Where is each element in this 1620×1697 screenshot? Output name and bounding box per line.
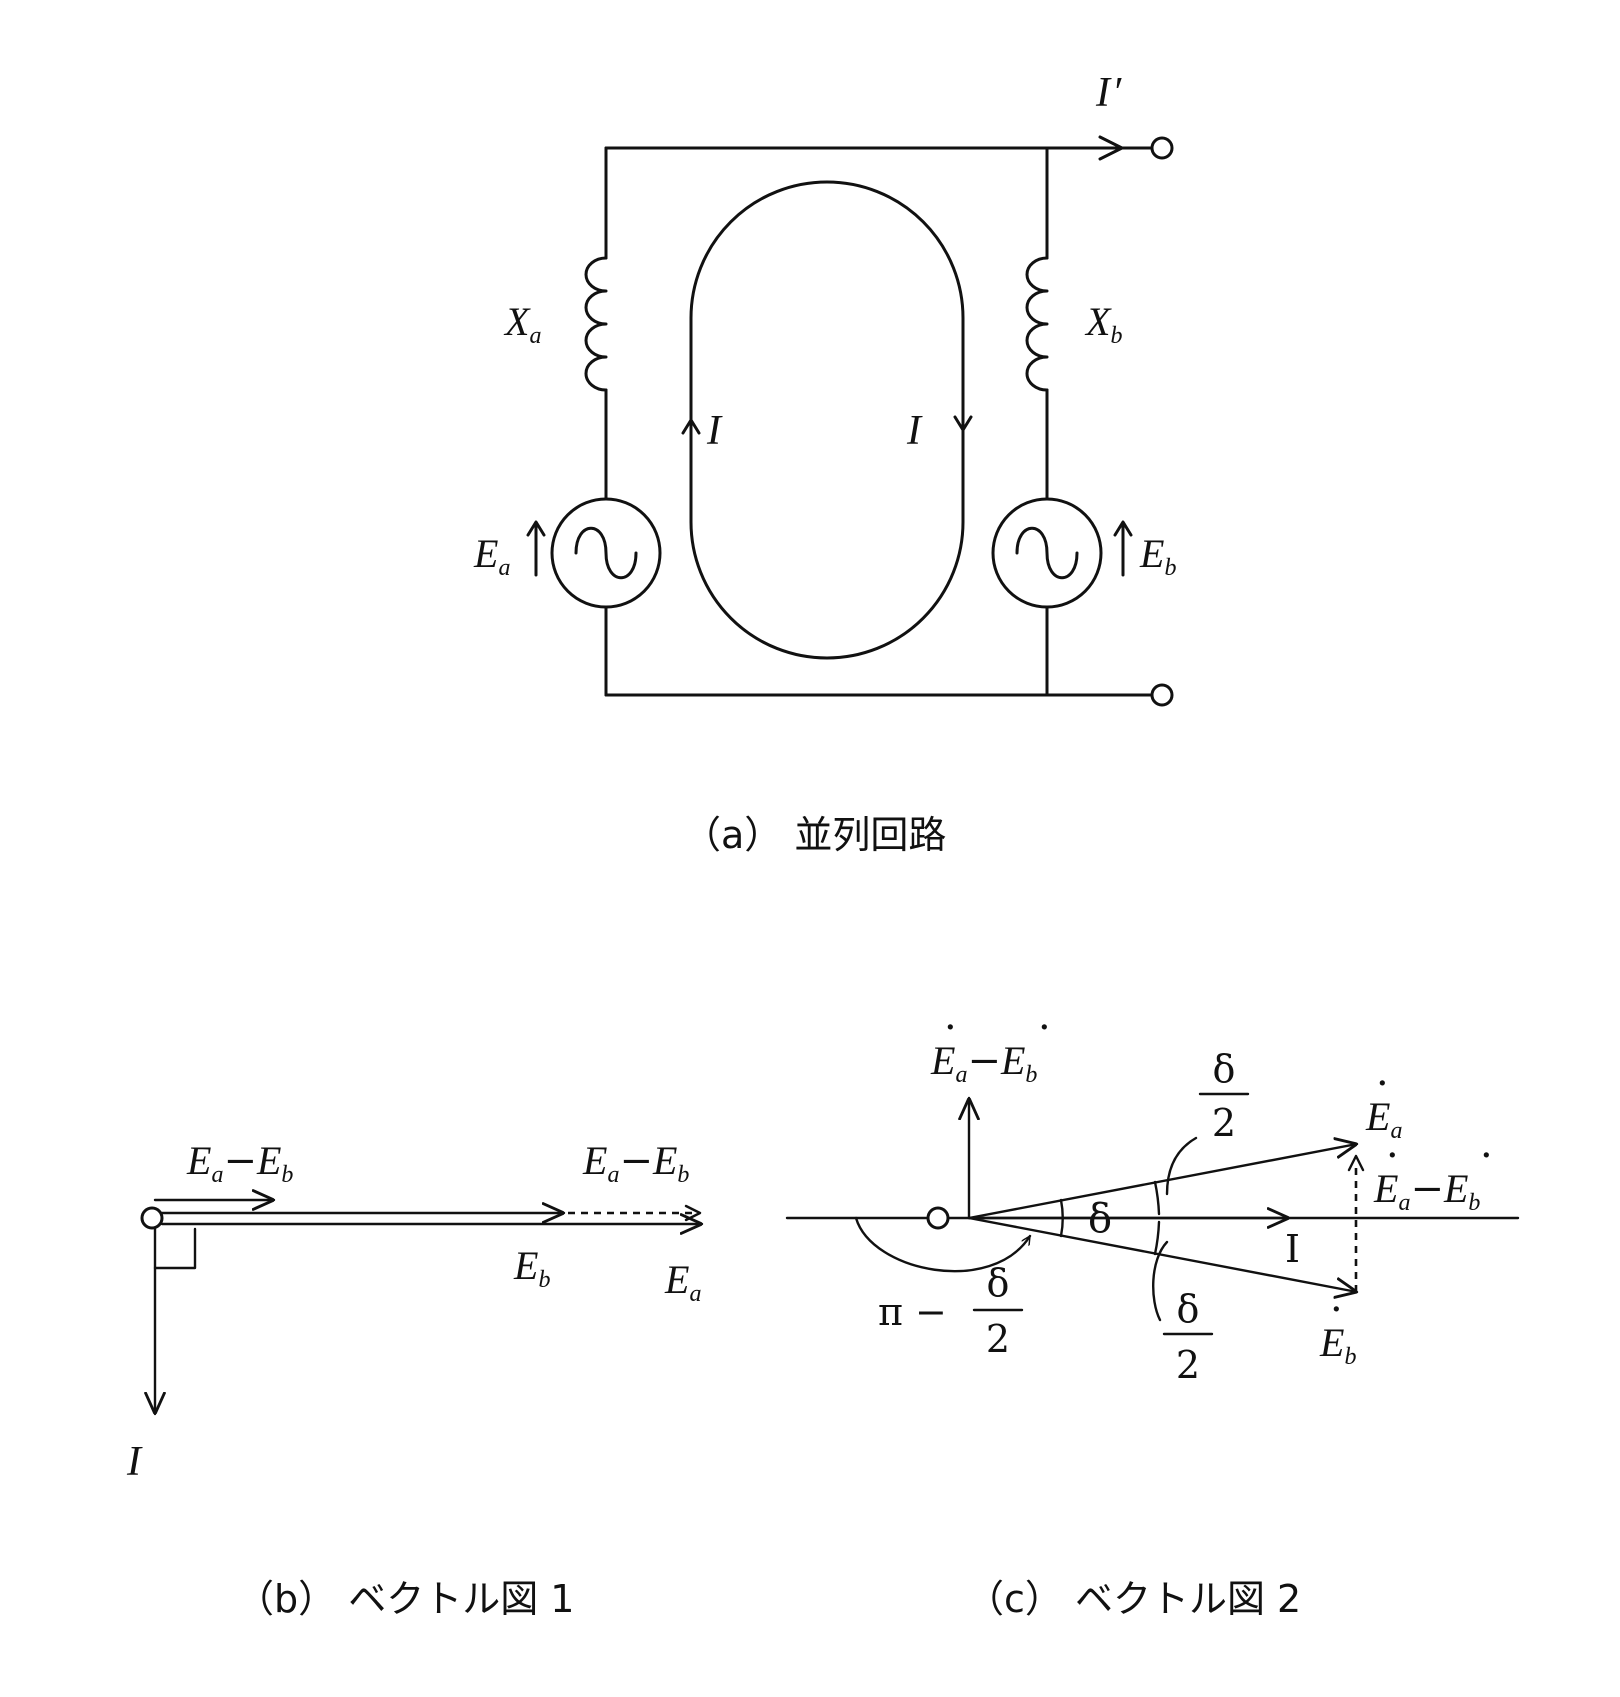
loop-current-right-label: I <box>906 408 923 454</box>
eb-dot-mark: · <box>1330 1287 1343 1333</box>
top-terminal <box>1150 136 1174 160</box>
reactance-b-label: Xb <box>1084 299 1122 349</box>
diff-left-label: Ea−Eb <box>186 1138 293 1188</box>
delta-angle-arc <box>1059 1198 1064 1238</box>
inductor-b <box>1025 256 1049 392</box>
loop-current-left-label: I <box>706 408 723 454</box>
ea-label: Ea <box>664 1257 701 1307</box>
source-b-sine-icon <box>1015 526 1079 580</box>
bottom-terminal <box>1150 683 1174 707</box>
pi-half-delta-den: 2 <box>986 1317 1010 1361</box>
ea-dot-label: Ea <box>1365 1094 1402 1144</box>
vector1-caption: （b） ベクトル図 1 <box>236 1577 574 1621</box>
vector-diagram-1: Ea−Eb Ea−Eb Eb Ea I （b） ベクトル図 1 <box>126 1138 704 1621</box>
source-a-sine-icon <box>574 526 638 580</box>
diff-top-label: Ea−Eb <box>930 1038 1037 1088</box>
diff-top-dot-b: · <box>1038 1005 1051 1051</box>
circuit-diagram: I′ Xa Xb Ea Eb I I （a） 並列回路 <box>473 70 1176 857</box>
pi-minus-label: π − <box>878 1290 947 1334</box>
eb-label: Eb <box>513 1243 550 1293</box>
lower-half-delta-den: 2 <box>1176 1343 1200 1387</box>
vector-diff-dashed-vertical-head <box>1347 1154 1365 1172</box>
loop-arrow-down <box>953 393 973 432</box>
diff-right-dot-a: · <box>1386 1133 1399 1179</box>
pi-half-delta-num: δ <box>987 1261 1010 1305</box>
circuit-caption: （a） 並列回路 <box>683 813 946 857</box>
current-label: I <box>126 1439 143 1485</box>
output-current-arrow <box>1098 135 1124 161</box>
emf-b-label: Eb <box>1139 531 1176 581</box>
emf-a-arrow <box>526 520 546 577</box>
half-delta-arc-upper <box>1153 1180 1161 1216</box>
right-angle-mark <box>153 1227 197 1270</box>
upper-half-delta-den: 2 <box>1212 1101 1236 1145</box>
lower-brace-leader <box>1152 1240 1169 1322</box>
diff-right-dot-b: · <box>1480 1133 1493 1179</box>
diff-right-label: Ea−Eb <box>582 1138 689 1188</box>
circulating-current-loop <box>689 180 965 660</box>
origin-circle <box>140 1206 164 1230</box>
emf-a-label: Ea <box>473 531 510 581</box>
current-label-2: I <box>1285 1227 1300 1271</box>
inductor-a <box>584 256 608 392</box>
vector2-caption: （c） ベクトル図 2 <box>966 1577 1301 1621</box>
vector-diagram-2: Ea−Eb · · Ea · Ea−Eb · · Eb · δ I δ 2 δ … <box>785 1005 1520 1621</box>
emf-b-arrow <box>1113 520 1133 577</box>
half-delta-arc-lower <box>1153 1220 1161 1256</box>
ea-dot-mark: · <box>1376 1061 1389 1107</box>
pi-minus-half-delta-arc <box>854 1216 1032 1273</box>
delta-label: δ <box>1088 1196 1112 1242</box>
upper-brace-leader <box>1165 1136 1198 1196</box>
vector-diff-dashed-head <box>684 1204 702 1222</box>
lower-half-delta-num: δ <box>1177 1287 1200 1331</box>
diff-right-label-2: Ea−Eb <box>1373 1166 1480 1216</box>
diff-top-dot-a: · <box>944 1005 957 1051</box>
vector-eb-dot <box>967 1216 1357 1292</box>
reactance-a-label: Xa <box>503 299 541 349</box>
vector-ea-dot <box>967 1144 1357 1220</box>
output-current-label: I′ <box>1095 70 1122 116</box>
loop-arrow-up <box>681 418 701 462</box>
origin-circle-2 <box>926 1206 950 1230</box>
eb-dot-label: Eb <box>1319 1320 1356 1370</box>
upper-half-delta-num: δ <box>1213 1047 1236 1091</box>
